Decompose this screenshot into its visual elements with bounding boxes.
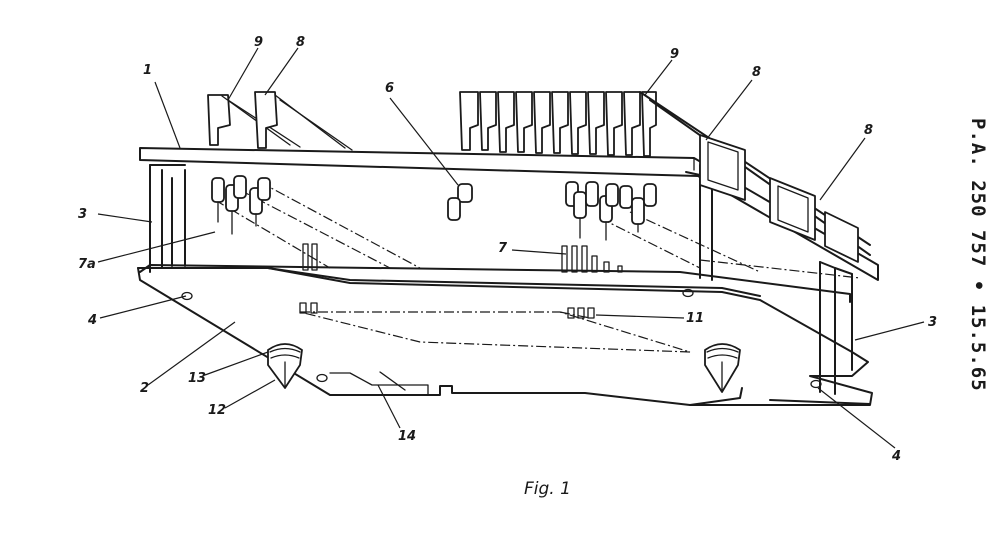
- callout-7: 7: [498, 241, 508, 256]
- guide-left: [254, 91, 353, 151]
- middle-board: [139, 181, 861, 303]
- components-right: [565, 181, 657, 241]
- callout-7a: 7a: [78, 257, 96, 272]
- callout-3-left: 3: [78, 207, 87, 222]
- guide-rail-right: [639, 91, 871, 263]
- callout-labels: 1 9 8 9 8 8 6 3 7a 7 4 2 13 12 14 11 3 4: [78, 35, 937, 464]
- figure-caption: Fig. 1: [524, 479, 571, 499]
- callout-9-left: 9: [254, 35, 263, 50]
- component-6: [447, 183, 473, 221]
- callout-14: 14: [398, 429, 416, 444]
- callout-11: 11: [686, 311, 704, 326]
- callout-4-left: 4: [87, 313, 97, 328]
- callout-1: 2: [140, 381, 149, 396]
- callout-12: 12: [208, 403, 226, 418]
- side-reference: P.A. 250 757 • 15.5.65: [967, 118, 989, 392]
- top-board: [139, 147, 879, 281]
- card-rack: [459, 91, 657, 157]
- callout-3-right: 3: [928, 315, 937, 330]
- foot-right: [704, 343, 741, 393]
- callout-8-mid: 8: [752, 65, 761, 80]
- callout-9-right: 9: [670, 47, 679, 62]
- leader-lines: [97, 47, 925, 449]
- callout-13: 13: [188, 371, 206, 386]
- callout-4-right: 4: [891, 449, 901, 464]
- components-left: [211, 175, 271, 235]
- foot-left: [267, 343, 303, 389]
- callout-2: 1: [143, 63, 152, 78]
- callout-8-left: 8: [296, 35, 305, 50]
- frame-post-left: [149, 164, 186, 273]
- base-plate: [137, 267, 873, 406]
- callout-6: 6: [385, 81, 394, 96]
- callout-8-right: 8: [864, 123, 873, 138]
